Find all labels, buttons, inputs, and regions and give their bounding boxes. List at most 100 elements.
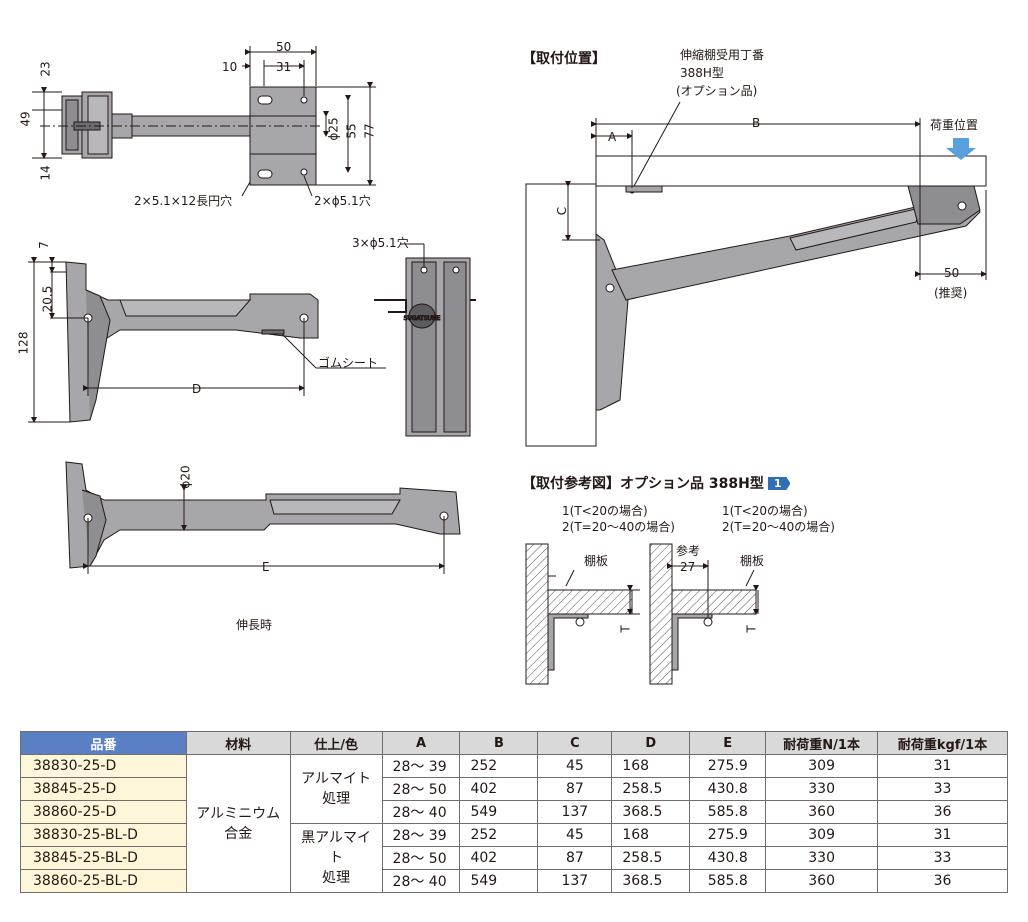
hinge-label-2: 388H型 — [680, 66, 724, 80]
cell-D: 258.5 — [611, 846, 691, 870]
cell-A: 28〜 39 — [381, 754, 461, 778]
dim-50: 50 — [276, 40, 292, 54]
dim-E: E — [262, 560, 270, 574]
cell-load-n: 309 — [765, 754, 879, 778]
table-row: 38830-25-BL-D 黒アルマイト処理 28〜 39 252 45 168… — [20, 823, 1008, 893]
slot-hole-label: 2×5.1×12長円穴 — [134, 194, 233, 208]
dim-128: 128 — [16, 331, 31, 355]
col-finish: 仕上/色 — [289, 731, 383, 755]
cell-part: 38860-25-D — [20, 800, 187, 824]
recommended-label: (推奨) — [934, 286, 968, 300]
cell-B: 252 — [459, 823, 539, 847]
load-position-label: 荷重位置 — [930, 118, 979, 132]
cell-E: 275.9 — [689, 754, 767, 778]
cell-part: 38845-25-D — [20, 777, 187, 801]
table-row: 38860-25-BL-D 28〜 40 549 137 368.5 585.8… — [20, 869, 1008, 893]
col-B: B — [459, 731, 539, 755]
cell-load-kgf: 31 — [877, 823, 1008, 847]
top-view — [32, 46, 376, 197]
cell-load-kgf: 31 — [877, 754, 1008, 778]
cell-A: 28〜 39 — [381, 823, 461, 847]
shelf-label-b: 棚板 — [740, 554, 765, 568]
reference-title-text: 【取付参考図】オプション品 388H型 — [522, 476, 764, 492]
cell-part: 38860-25-BL-D — [20, 869, 187, 893]
cell-E: 585.8 — [689, 869, 767, 893]
cell-D: 368.5 — [611, 800, 691, 824]
side-view — [28, 257, 386, 423]
col-part-number: 品番 — [20, 731, 187, 755]
cell-B: 402 — [459, 846, 539, 870]
hinge-label-1: 伸縮棚受用丁番 — [680, 48, 765, 62]
cell-B: 549 — [459, 800, 539, 824]
dim-C: C — [555, 206, 570, 216]
hole-3-label: 3×ϕ5.1穴 — [352, 236, 409, 250]
cell-C: 87 — [537, 777, 613, 801]
rubber-sheet-label: ゴムシート — [318, 356, 379, 370]
cell-part: 38830-25-BL-D — [20, 823, 187, 847]
cell-load-n: 360 — [765, 869, 879, 893]
dim-49: 49 — [18, 111, 33, 127]
cell-C: 87 — [537, 846, 613, 870]
extended-view — [65, 461, 461, 574]
case-1a: 1(T<20の場合) — [562, 504, 648, 518]
dim-23: 23 — [38, 61, 53, 77]
cell-C: 137 — [537, 869, 613, 893]
material-line-2: 合金 — [224, 825, 253, 842]
reference-detail-2 — [649, 543, 759, 685]
table-row: 38860-25-D 28〜 40 549 137 368.5 585.8 36… — [20, 800, 1008, 824]
cell-load-kgf: 36 — [877, 869, 1008, 893]
dim-B: B — [752, 116, 761, 130]
cell-B: 549 — [459, 869, 539, 893]
col-material: 材料 — [185, 731, 291, 755]
finish-1-line-1: アルマイト — [301, 771, 372, 787]
case-1b: 1(T<20の場合) — [722, 504, 808, 518]
cell-D: 258.5 — [611, 777, 691, 801]
col-E: E — [689, 731, 767, 755]
cell-finish-2: 黒アルマイト処理 — [289, 823, 383, 893]
hole-2-label: 2×ϕ5.1穴 — [314, 194, 371, 208]
spec-table: 品番 材料 仕上/色 A B C D E 耐荷重N/1本 耐荷重kgf/1本 3… — [20, 731, 1008, 893]
dim-7: 7 — [36, 241, 51, 249]
finish-2-line-2: 処理 — [322, 870, 351, 886]
cell-C: 45 — [537, 823, 613, 847]
cell-part: 38845-25-BL-D — [20, 846, 187, 870]
case-2a: 2(T=20〜40の場合) — [562, 520, 675, 534]
cell-part: 38830-25-D — [20, 754, 187, 778]
dim-A: A — [608, 130, 617, 144]
cell-load-n: 330 — [765, 777, 879, 801]
dim-T1: T — [618, 625, 633, 633]
technical-drawing: SUGATSUNE — [28, 46, 987, 685]
col-D: D — [611, 731, 691, 755]
case-2b: 2(T=20〜40の場合) — [722, 520, 835, 534]
col-C: C — [537, 731, 613, 755]
cell-E: 275.9 — [689, 823, 767, 847]
table-row: 38845-25-D 28〜 50 402 87 258.5 430.8 330… — [20, 777, 1008, 801]
cell-load-n: 330 — [765, 846, 879, 870]
finish-1-line-2: 処理 — [322, 791, 351, 807]
dim-77: 77 — [362, 123, 377, 139]
mount-position-view — [525, 101, 987, 447]
cell-load-kgf: 33 — [877, 846, 1008, 870]
cell-load-kgf: 36 — [877, 800, 1008, 824]
col-load-n: 耐荷重N/1本 — [765, 731, 879, 755]
cell-D: 168 — [611, 823, 691, 847]
cell-A: 28〜 50 — [381, 846, 461, 870]
cell-C: 137 — [537, 800, 613, 824]
cell-material: アルミニウム合金 — [185, 754, 291, 893]
cell-A: 28〜 40 — [381, 800, 461, 824]
hinge-label-3: (オプション品) — [676, 84, 758, 98]
option-badge: 1 — [767, 477, 791, 490]
cell-finish-1: アルマイト処理 — [289, 754, 383, 824]
material-line-1: アルミニウム — [196, 805, 281, 822]
dim-phi25: ϕ25 — [326, 117, 341, 141]
mount-position-title: 【取付位置】 — [522, 51, 606, 67]
cell-A: 28〜 50 — [381, 777, 461, 801]
cell-D: 168 — [611, 754, 691, 778]
dim-55: 55 — [344, 123, 359, 139]
cell-load-n: 309 — [765, 823, 879, 847]
finish-2-line-1: 黒アルマイト — [301, 830, 372, 866]
reference-label: 参考 — [676, 544, 701, 558]
cell-E: 430.8 — [689, 846, 767, 870]
table-row: 38845-25-BL-D 28〜 50 402 87 258.5 430.8 … — [20, 846, 1008, 870]
cell-A: 28〜 40 — [381, 869, 461, 893]
